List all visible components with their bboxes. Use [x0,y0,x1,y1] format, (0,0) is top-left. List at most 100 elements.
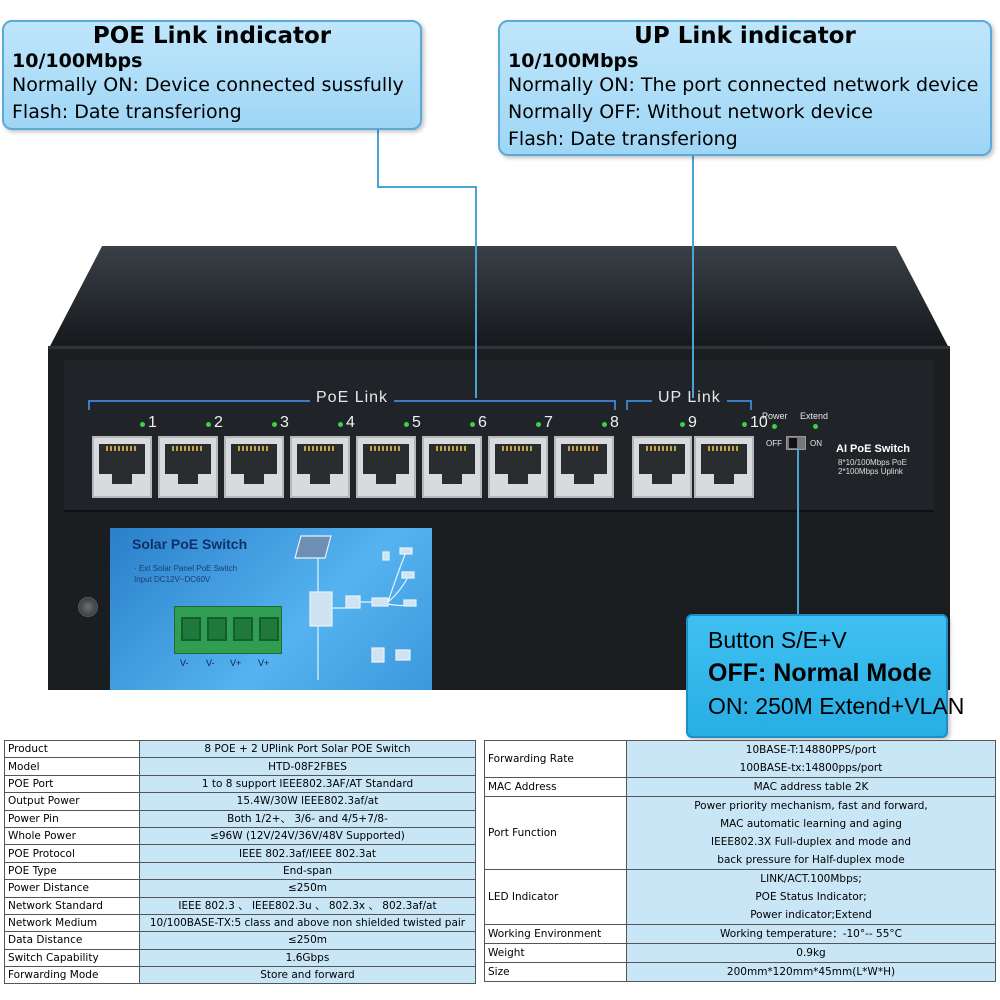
spec-value: Power priority mechanism, fast and forwa… [626,796,996,870]
button-callout-leader [797,448,799,614]
spec-value-line: Working temperature：-10°-- 55°C [720,928,902,940]
poe-callout-line: Flash: Date transferiong [12,101,242,123]
spec-row: Working Environment Working temperature：-… [484,924,996,944]
poe-port-number: 5 [412,414,421,431]
spec-value: MAC address table 2K [626,777,996,797]
spec-value-line: MAC automatic learning and aging [720,818,902,830]
power-led-label: Power [762,411,788,421]
brand-subtitle-1: 8*10/100Mbps PoE [838,458,907,467]
spec-value: Working temperature：-10°-- 55°C [626,924,996,944]
spec-key: Output Power [4,792,140,811]
poe-port-6[interactable] [422,436,482,498]
poe-port-7[interactable] [488,436,548,498]
button-callout-off: OFF: Normal Mode [708,659,932,687]
spec-key: Size [484,962,627,982]
spec-key: Working Environment [484,924,627,944]
button-mode-callout: Button S/E+V OFF: Normal Mode ON: 250M E… [686,614,964,738]
poe-port-number: 3 [280,414,289,431]
solar-label-title: Solar PoE Switch [132,536,248,552]
uplink-callout-line: Normally ON: The port connected network … [508,74,979,96]
spec-value: ≤96W (12V/24V/36V/48V Supported) [139,826,476,846]
ground-screw-icon [78,597,98,617]
spec-value-line: Power indicator;Extend [750,909,872,921]
uplink-port-10[interactable] [694,436,754,498]
spec-value: ≤250m [139,931,476,950]
poe-led-7 [536,422,541,427]
uplink-callout-title: UP Link indicator [634,23,856,49]
spec-value-line: 200mm*120mm*45mm(L*W*H) [726,966,896,978]
spec-row: Power Distance≤250m [4,879,476,898]
solar-label-sub-2: Input DC12V~DC60V [134,575,211,584]
spec-key: Model [4,757,140,776]
uplink-port-9[interactable] [632,436,692,498]
spec-key: Power Distance [4,879,140,898]
spec-value: ≤250m [139,879,476,898]
spec-key: Power Pin [4,809,140,828]
terminal-label: V+ [230,658,242,668]
brand-subtitle-2: 2*100Mbps Uplink [838,467,903,476]
spec-key: LED Indicator [484,869,627,925]
spec-value-line: MAC address table 2K [753,781,869,793]
poe-port-1[interactable] [92,436,152,498]
spec-row: Data Distance≤250m [4,931,476,950]
power-terminal-block [174,606,282,654]
spec-value: 0.9kg [626,943,996,963]
poe-led-6 [470,422,475,427]
poe-callout-leader [377,186,477,188]
spec-key: POE Protocol [4,844,140,863]
spec-row: Size 200mm*120mm*45mm(L*W*H) [484,962,996,982]
poe-callout-title: POE Link indicator [92,23,332,49]
spec-value: 10/100BASE-TX:5 class and above non shie… [139,913,476,933]
spec-key: Network Medium [4,913,140,933]
uplink-callout-line: Normally OFF: Without network device [508,101,873,123]
poe-port-4[interactable] [290,436,350,498]
spec-key: Forwarding Mode [4,966,140,985]
solar-switch-label: Solar PoE Switch · Ext Solar Panel PoE S… [110,528,432,690]
poe-port-number: 1 [148,414,157,431]
poe-link-indicator-callout: POE Link indicator 10/100Mbps Normally O… [2,20,422,130]
terminal-screw-icon [207,617,227,641]
uplink-led-9 [680,422,685,427]
uplink-indicator-callout: UP Link indicator 10/100Mbps Normally ON… [498,20,992,156]
poe-led-8 [602,422,607,427]
spec-value: 1 to 8 support IEEE802.3AF/AT Standard [139,774,476,794]
uplink-callout-line: 10/100Mbps [508,50,639,72]
spec-value-line: IEEE802.3X Full-duplex and mode and [710,836,912,848]
spec-key: Product [4,739,140,759]
spec-value-line: 10BASE-T:14880PPS/port [745,744,877,756]
poe-port-number: 2 [214,414,223,431]
poe-port-2[interactable] [158,436,218,498]
switch-top-cover [48,246,950,350]
poe-led-4 [338,422,343,427]
poe-led-3 [272,422,277,427]
poe-port-8[interactable] [554,436,614,498]
spec-value-line: POE Status Indicator; [755,891,867,903]
terminal-label: V+ [258,658,270,668]
poe-port-number: 7 [544,414,553,431]
poe-port-5[interactable] [356,436,416,498]
poe-port-3[interactable] [224,436,284,498]
extend-led-label: Extend [800,411,829,421]
spec-value: HTD-08F2FBES [139,757,476,776]
poe-callout-line: Normally ON: Device connected sussfully [12,74,404,96]
uplink-port-number: 10 [750,414,768,431]
brand-name: AI PoE Switch [836,443,910,455]
poe-callout-line: 10/100Mbps [12,50,143,72]
mode-switch-knob[interactable] [789,438,797,448]
spec-value: IEEE 802.3af/IEEE 802.3at [139,844,476,863]
spec-value: Store and forward [139,966,476,985]
spec-value-line: back pressure for Half-duplex mode [717,854,905,866]
spec-row: Whole Power≤96W (12V/24V/36V/48V Support… [4,826,476,846]
extend-led [813,424,818,429]
